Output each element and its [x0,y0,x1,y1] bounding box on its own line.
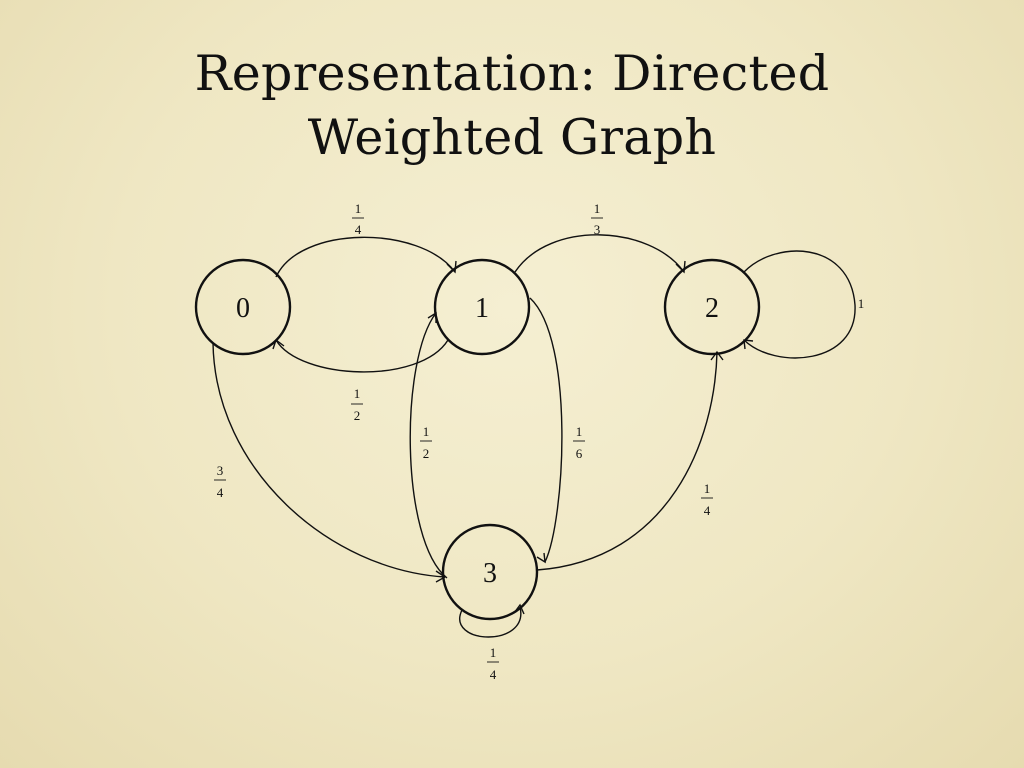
svg-text:4: 4 [355,222,362,237]
weight-label-1-3: 1 6 [573,424,585,461]
weight-label-3-2: 1 4 [701,481,713,518]
weight-label-0-1: 1 4 [352,201,364,237]
node-0-label: 0 [236,293,250,324]
weight-label-1-0: 1 2 [351,386,363,423]
node-3: 3 [441,523,539,621]
svg-text:1: 1 [423,424,430,439]
node-1-label: 1 [475,293,489,324]
slide-title-line-2: Weighted Graph [307,109,717,166]
svg-text:1: 1 [704,481,711,496]
svg-text:1: 1 [355,201,362,216]
edge-3-to-2 [536,350,724,571]
edge-1-to-3 [529,297,563,564]
svg-text:1: 1 [858,296,865,311]
edge-1-to-2 [514,234,686,274]
svg-text:6: 6 [576,446,583,461]
weight-label-3-1: 1 2 [420,424,432,461]
slide-title-line-1: Representation: Directed [194,45,830,102]
svg-text:1: 1 [490,645,497,660]
edge-0-to-3 [212,342,447,583]
edge-1-to-0 [272,338,449,373]
weight-label-3-3: 1 4 [487,645,499,682]
svg-text:4: 4 [217,485,224,500]
svg-text:3: 3 [594,222,601,237]
weight-label-2-2: 1 [858,296,865,311]
svg-text:4: 4 [704,503,711,518]
svg-text:2: 2 [354,408,361,423]
weight-label-1-2: 1 3 [591,201,603,237]
edge-2-to-2 [743,250,856,359]
slide-title: Representation: Directed Weighted Graph [0,42,1024,170]
edge-0-to-1 [275,236,457,278]
svg-text:2: 2 [423,446,430,461]
svg-text:1: 1 [354,386,361,401]
svg-text:4: 4 [490,667,497,682]
weight-label-0-3: 3 4 [214,463,226,500]
svg-text:1: 1 [594,201,601,216]
edge-3-to-1 [409,311,448,579]
node-0: 0 [194,258,292,356]
edge-3-to-3 [459,603,525,638]
node-2: 2 [663,258,761,356]
node-2-label: 2 [705,293,719,324]
node-1: 1 [433,258,531,356]
svg-text:1: 1 [576,424,583,439]
svg-text:3: 3 [217,463,224,478]
node-3-label: 3 [483,558,497,589]
